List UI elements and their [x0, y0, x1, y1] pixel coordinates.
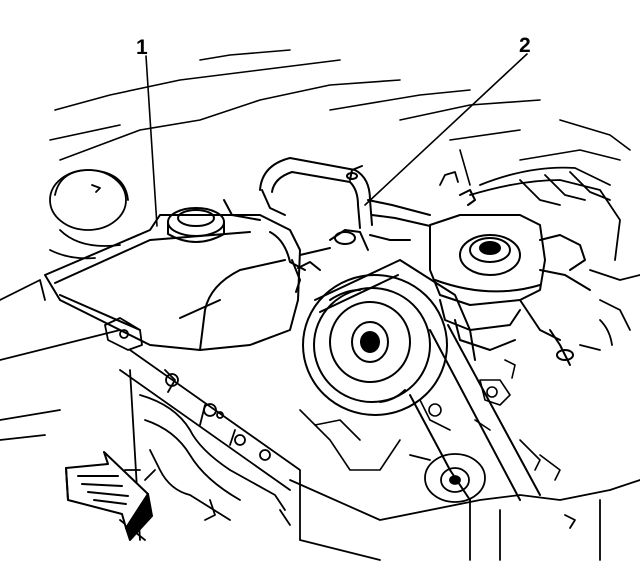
master-cylinder-reservoir — [429, 189, 591, 366]
coolant-reservoir — [44, 199, 306, 351]
front-direction-arrow-icon — [65, 451, 153, 541]
engine-block — [299, 359, 561, 481]
water-pump-pulley — [302, 274, 448, 416]
callout-2-label: 2 — [519, 34, 531, 57]
callout-2-leader — [364, 53, 528, 206]
upper-hoses — [259, 157, 431, 271]
firewall-structure — [49, 49, 631, 186]
lower-frame — [289, 479, 640, 561]
idler-pulley — [409, 453, 486, 503]
callout-1-leader — [145, 55, 158, 227]
callout-1-label: 1 — [136, 36, 148, 59]
intake-manifold — [439, 166, 640, 351]
leader-lines — [145, 53, 528, 227]
mount-bracket — [104, 317, 143, 351]
